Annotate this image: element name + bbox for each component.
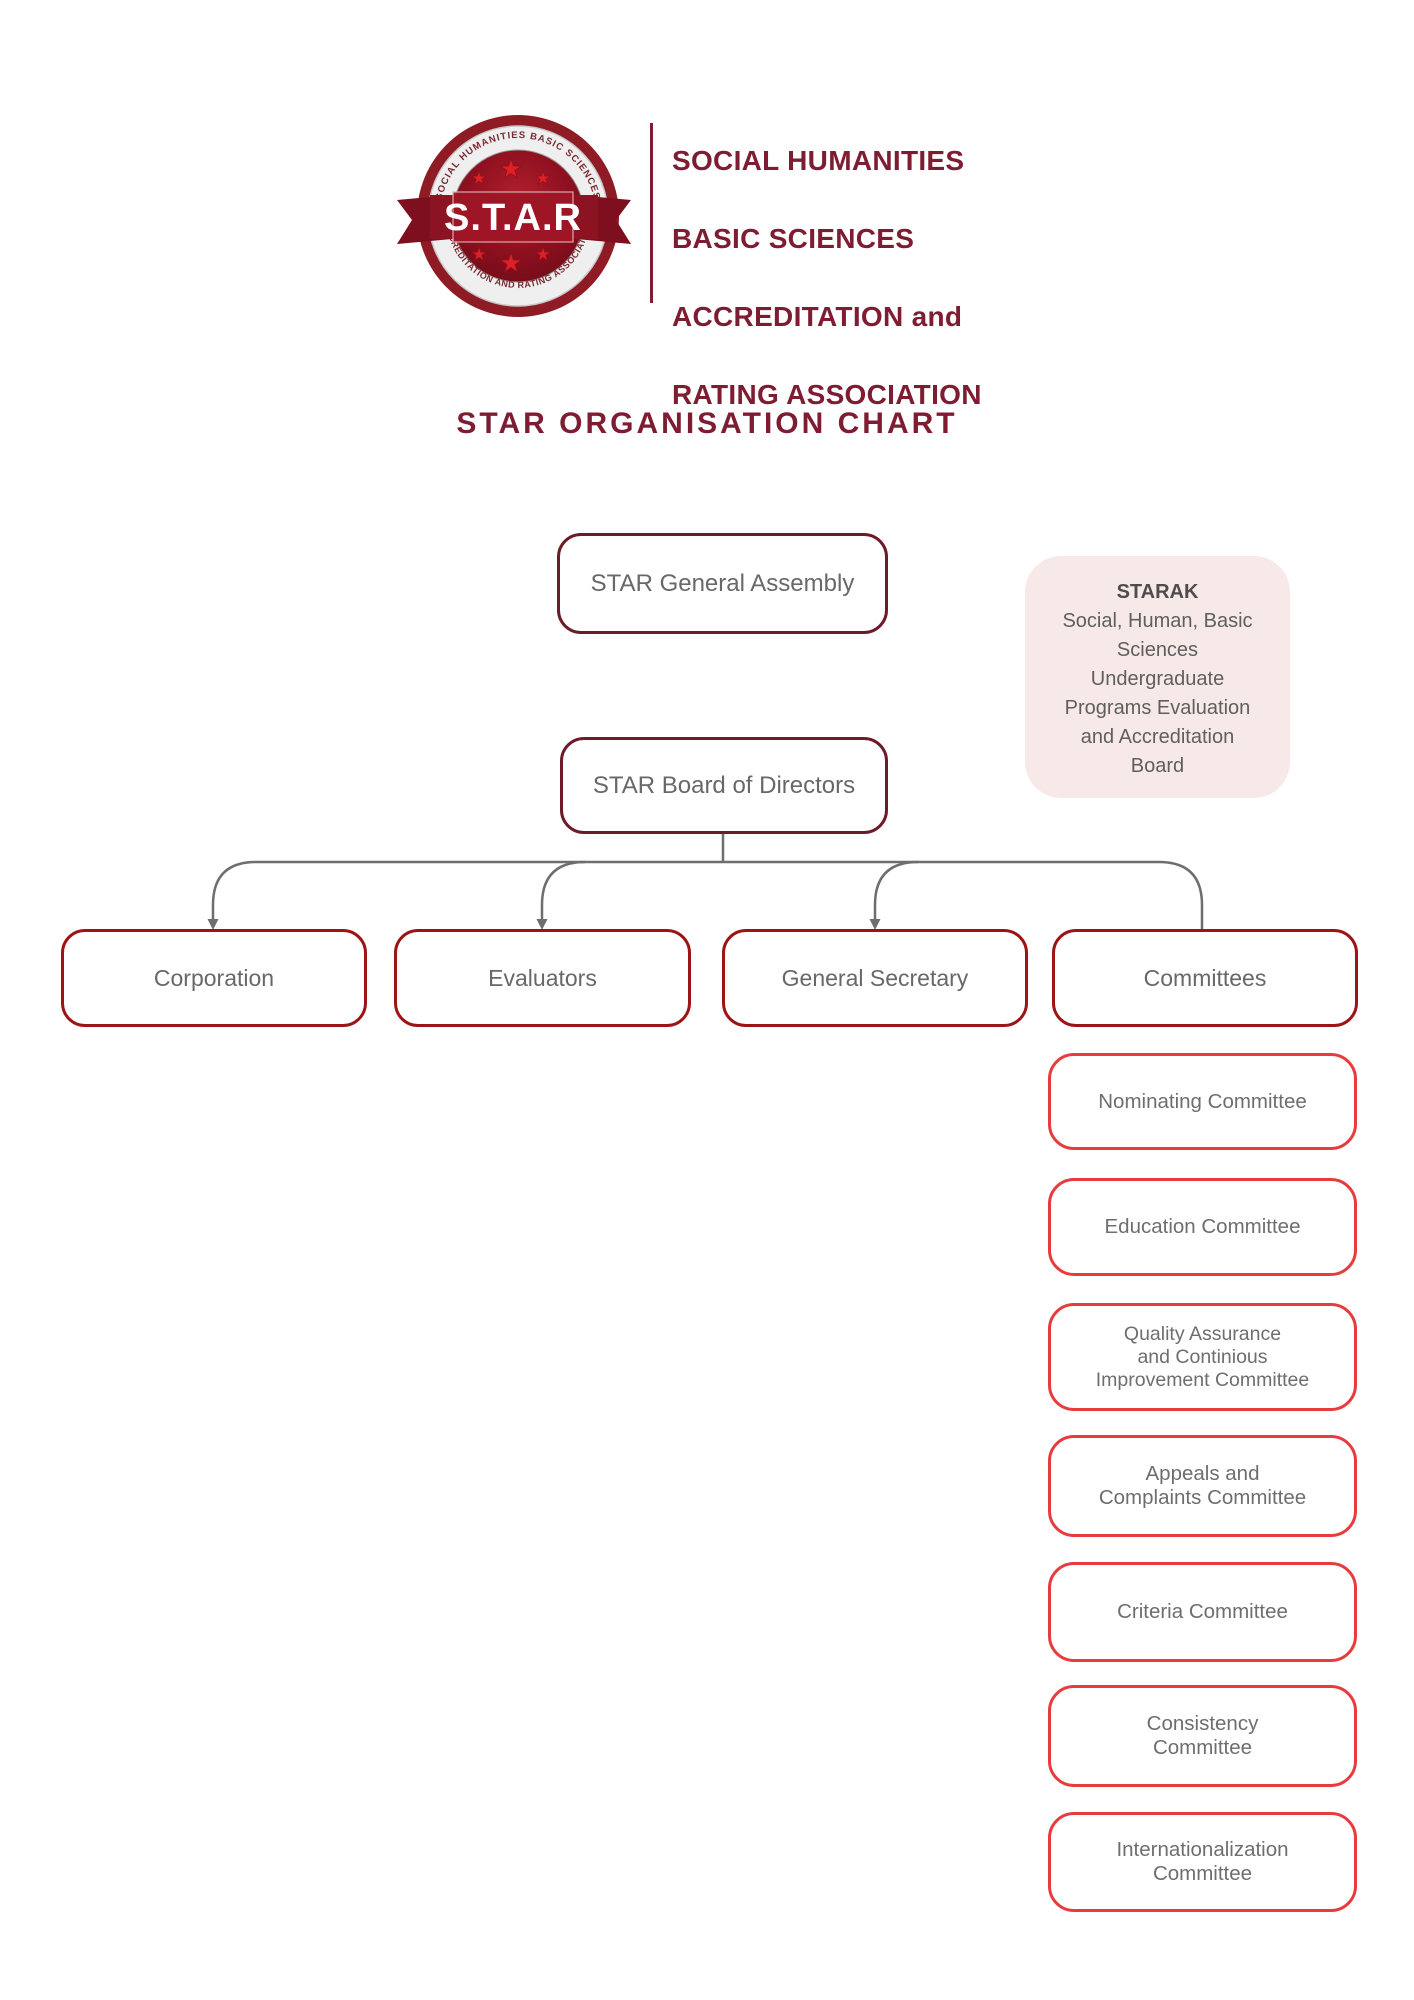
node-general-assembly: STAR General Assembly — [557, 533, 888, 634]
connector-rail — [211, 860, 1204, 929]
brand-line: RATING ASSOCIATION — [672, 379, 982, 410]
star-icon: ★ — [499, 248, 523, 278]
star-icon: ★ — [534, 245, 551, 266]
brand-line: BASIC SCIENCES — [672, 223, 915, 254]
node-label: Committees — [1143, 964, 1267, 991]
node-evaluators: Evaluators — [394, 929, 691, 1027]
starak-title: STARAK — [1116, 581, 1199, 603]
committee-box-criteria: Criteria Committee — [1048, 1562, 1357, 1662]
node-label: Corporation — [153, 964, 275, 991]
committee-label: Education Committee — [1104, 1215, 1301, 1238]
committee-label: Criteria Committee — [1117, 1600, 1288, 1623]
node-corporation: Corporation — [61, 929, 367, 1027]
star-icon: ★ — [470, 245, 487, 266]
committee-label: Appeals and Complaints Committee — [1098, 1462, 1307, 1509]
connector-branch-secretary — [873, 860, 919, 922]
committee-label: Consistency Committee — [1146, 1712, 1259, 1759]
starak-note: STARAK Social, Human, Basic Sciences Und… — [1025, 556, 1290, 798]
node-committees: Committees — [1052, 929, 1358, 1027]
committee-box-internationalization: Internationalization Committee — [1048, 1812, 1357, 1912]
node-general-secretary: General Secretary — [722, 929, 1028, 1027]
brand-name: SOCIAL HUMANITIES BASIC SCIENCES ACCREDI… — [672, 141, 982, 414]
committee-label: Nominating Committee — [1098, 1089, 1307, 1113]
page-title: STAR ORGANISATION CHART — [456, 407, 958, 440]
star-icon: ★ — [470, 169, 487, 190]
node-label: STAR Board of Directors — [592, 771, 856, 799]
committee-box-consistency: Consistency Committee — [1048, 1685, 1357, 1787]
badge-ribbon-inset — [452, 191, 574, 243]
node-label: General Secretary — [781, 964, 969, 991]
committee-box-education: Education Committee — [1048, 1178, 1357, 1276]
connector-branch-evaluators — [540, 860, 586, 922]
committee-box-nominating: Nominating Committee — [1048, 1053, 1357, 1150]
starak-description: Social, Human, Basic Sciences Undergradu… — [1062, 610, 1253, 777]
badge-star-wordmark: S.T.A.R — [444, 197, 582, 239]
committee-box-quality-assurance: Quality Assurance and Continious Improve… — [1048, 1303, 1357, 1411]
committee-label: Quality Assurance and Continious Improve… — [1095, 1322, 1310, 1391]
star-icon: ★ — [534, 169, 551, 190]
brand-line: ACCREDITATION and — [672, 301, 963, 332]
committee-box-appeals-complaints: Appeals and Complaints Committee — [1048, 1435, 1357, 1537]
node-board-of-directors: STAR Board of Directors — [560, 737, 888, 834]
star-badge-logo-icon: SOCIAL HUMANITIES BASIC SCIENCES ACCREDI… — [397, 115, 631, 317]
star-icon: ★ — [499, 154, 523, 184]
committee-label: Internationalization Committee — [1116, 1838, 1289, 1885]
brand-divider — [650, 123, 653, 303]
node-label: Evaluators — [488, 964, 597, 991]
brand-line: SOCIAL HUMANITIES — [672, 145, 965, 176]
node-label: STAR General Assembly — [590, 569, 855, 597]
